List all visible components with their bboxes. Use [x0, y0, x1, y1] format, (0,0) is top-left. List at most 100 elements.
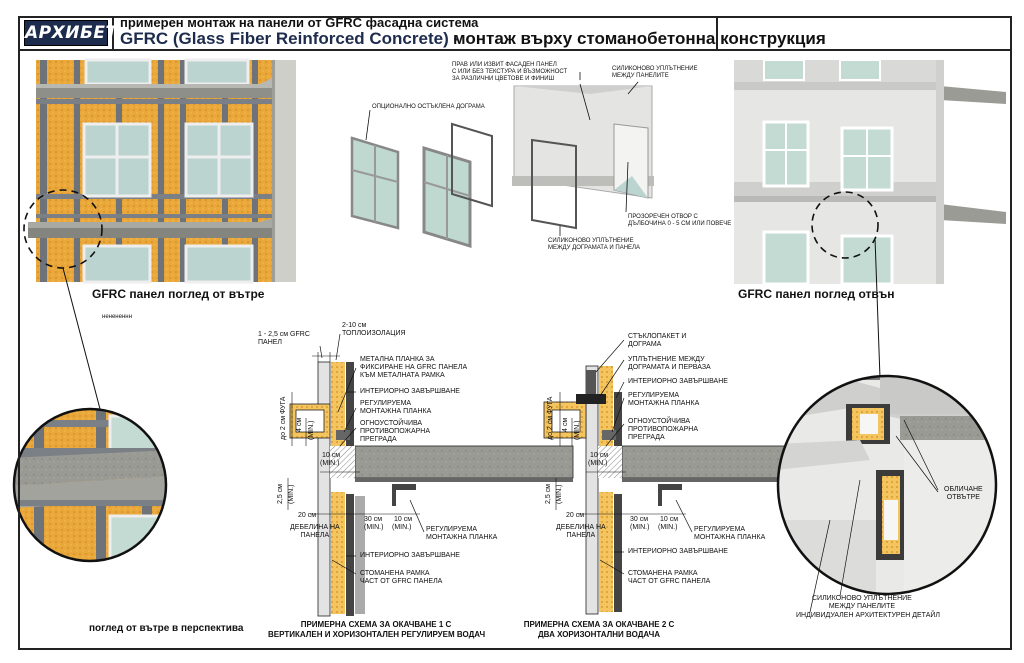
label-panel-desc-3: ЗА РАЗЛИЧНИ ЦВЕТОВЕ И ФИНИШ	[452, 76, 555, 82]
s1-dim-10b-min: (MIN.)	[392, 524, 412, 531]
s2-dim-30-min: (MIN.)	[630, 524, 650, 531]
label-seal-frame-2: МЕЖДУ ДОГРАМАТА И ПАНЕЛА	[548, 245, 640, 251]
s2-joint: до 2 см ФУГА	[547, 396, 554, 440]
s1-adjustable-plate-2-2: МОНТАЖНА ПЛАНКА	[426, 534, 498, 541]
title-line-2-left: GFRC (Glass Fiber Reinforced Concrete) -	[120, 29, 459, 49]
s2-dim-4-min: (MIN.)	[574, 420, 581, 440]
s2-panel-thickness-1: ДЕБЕЛИНА НА	[556, 524, 606, 531]
title-expansion: Glass Fiber Reinforced Concrete	[178, 29, 444, 48]
s1-metal-plate-1: МЕТАЛНА ПЛАНКА ЗА	[360, 356, 435, 363]
s1-joint: до 2 см ФУГА	[280, 396, 287, 440]
s1-fire-barrier: ОГНОУСТОЙЧИВА ПРОТИВОПОЖАРНА ПРЕГРАДА	[360, 420, 430, 444]
scheme-2-line-2: ДВА ХОРИЗОНТАЛНИ ВОДАЧА	[537, 630, 660, 639]
s1-gfrc-thickness-1: 1 - 2,5 см GFRC	[258, 331, 310, 338]
s2-steel-frame-2: ЧАСТ ОТ GFRC ПАНЕЛА	[628, 578, 711, 585]
inside-view-render	[23, 58, 296, 410]
s1-dim-30: 30 см	[364, 516, 383, 523]
s2-adjustable-plate-2: РЕГУЛИРУЕМА МОНТАЖНА ПЛАНКА	[694, 526, 765, 542]
exterior-leaders	[809, 419, 939, 613]
s1-dim-20: 20 см	[298, 512, 317, 519]
s2-panel-thickness: ДЕБЕЛИНА НА ПАНЕЛА	[556, 524, 606, 540]
scheme-1-caption: ПРИМЕРНА СХЕМА ЗА ОКАЧВАНЕ 1 С ВЕРТИКАЛЕ…	[268, 620, 486, 640]
s1-dim-25: 2,5 см	[277, 484, 284, 504]
title-line-2-right: монтаж върху стоманобетонна конструкция	[453, 29, 826, 48]
s1-dim-25-min: (MIN.)	[288, 484, 295, 504]
s2-dim-20: 20 см	[566, 512, 585, 519]
s1-steel-frame: СТОМАНЕНА РАМКА ЧАСТ ОТ GFRC ПАНЕЛА	[360, 570, 442, 586]
title-gfrc: GFRC (	[120, 29, 179, 48]
s1-dim-30-min: (MIN.)	[364, 524, 384, 531]
label-window-opening-1: ПРОЗОРЕЧЕН ОТВОР С	[628, 214, 698, 220]
s1-dim-10-min: (MIN.)	[320, 460, 340, 467]
s2-fire-barrier-1: ОГНОУСТОЙЧИВА	[628, 418, 691, 425]
s1-dim-10b: 10 см	[394, 516, 413, 523]
s2-steel-frame: СТОМАНЕНА РАМКА ЧАСТ ОТ GFRC ПАНЕЛА	[628, 570, 710, 586]
s1-metal-plate-2: ФИКСИРАНЕ НА GFRC ПАНЕЛА	[360, 364, 468, 371]
s2-fire-barrier-2: ПРОТИВОПОЖАРНА	[628, 426, 699, 433]
s1-insulation-2: ТОПЛОИЗОЛАЦИЯ	[342, 330, 406, 337]
s2-seal: УПЛЪТНЕНИЕ МЕЖДУ ДОГРАМАТА И ПЕРВАЗА	[628, 356, 711, 372]
s1-steel-frame-2: ЧАСТ ОТ GFRC ПАНЕЛА	[360, 578, 443, 585]
scheme-1-line-1: ПРИМЕРНА СХЕМА ЗА ОКАЧВАНЕ 1 С	[300, 620, 452, 629]
s2-panel-thickness-2: ПАНЕЛА	[566, 532, 596, 539]
s1-panel-thickness-2: ПАНЕЛА	[300, 532, 330, 539]
s2-interior-finish: ИНТЕРИОРНО ЗАВЪРШВАНЕ	[628, 378, 728, 385]
s1-dim-10: 10 см	[322, 452, 341, 459]
label-silicone-seal: СИЛИКОНОВО УПЛЪТНЕНИЕ МЕЖДУ ПАНЕЛИТЕ	[812, 595, 912, 611]
label-interior-cladding-1: ОБЛИЧАНЕ	[944, 486, 983, 493]
s2-glass-1: СТЪКЛОПАКЕТ И	[628, 333, 687, 340]
header-title-separator	[716, 16, 718, 49]
s1-adjustable-plate-2: РЕГУЛИРУЕМА МОНТАЖНА ПЛАНКА	[426, 526, 497, 542]
s2-adjustable-plate-1: РЕГУЛИРУЕМА	[628, 392, 680, 399]
label-panel-desc-1: ПРАВ ИЛИ ИЗВИТ ФАСАДЕН ПАНЕЛ	[452, 62, 557, 68]
scheme-2-line-1: ПРИМЕРНА СХЕМА ЗА ОКАЧВАНЕ 2 С	[523, 620, 675, 629]
label-seal-panels: СИЛИКОНОВО УПЛЪТНЕНИЕ МЕЖДУ ПАНЕЛИТЕ	[612, 66, 698, 80]
s2-dim-10-min: (MIN.)	[588, 460, 608, 467]
s1-panel-thickness-1: ДЕБЕЛИНА НА	[290, 524, 340, 531]
s2-dim-30: 30 см	[630, 516, 649, 523]
s2-fire-barrier: ОГНОУСТОЙЧИВА ПРОТИВОПОЖАРНА ПРЕГРАДА	[628, 418, 698, 442]
s2-steel-frame-1: СТОМАНЕНА РАМКА	[628, 570, 698, 577]
label-silicone-seal-1: СИЛИКОНОВО УПЛЪТНЕНИЕ	[812, 595, 912, 602]
s1-metal-plate: МЕТАЛНА ПЛАНКА ЗА ФИКСИРАНЕ НА GFRC ПАНЕ…	[360, 356, 467, 380]
s1-adjustable-plate-2-1: РЕГУЛИРУЕМА	[426, 526, 478, 533]
title-close: ) -	[443, 29, 460, 48]
s2-glass-2: ДОГРАМА	[628, 341, 662, 348]
s2-adjustable-plate-2-1: РЕГУЛИРУЕМА	[694, 526, 746, 533]
label-window-opening: ПРОЗОРЕЧЕН ОТВОР С ДЪЛБОЧИНА 0 - 5 СМ ИЛ…	[628, 214, 731, 228]
s2-dim-10b-min: (MIN.)	[658, 524, 678, 531]
scheme-2-caption: ПРИМЕРНА СХЕМА ЗА ОКАЧВАНЕ 2 С ДВА ХОРИЗ…	[518, 620, 680, 640]
label-interior-cladding: ОБЛИЧАНЕ ОТВЪТРЕ	[944, 486, 983, 502]
s2-dim-10: 10 см	[590, 452, 609, 459]
s2-adjustable-plate: РЕГУЛИРУЕМА МОНТАЖНА ПЛАНКА	[628, 392, 699, 408]
s1-interior-finish-2: ИНТЕРИОРНО ЗАВЪРШВАНЕ	[360, 552, 460, 559]
label-silicone-seal-2: МЕЖДУ ПАНЕЛИТЕ	[828, 603, 896, 610]
section-1-drawing	[287, 333, 574, 617]
scheme-1-line-2: ВЕРТИКАЛЕН И ХОРИЗОНТАЛЕН РЕГУЛИРУЕМ ВОД…	[268, 630, 486, 639]
placeholder-text: ненененнн	[102, 314, 132, 320]
s1-dim-4: 4 см	[296, 417, 303, 432]
perspective-circle-border	[12, 407, 168, 563]
caption-perspective: поглед от вътре в перспектива	[89, 623, 244, 634]
header-divider	[18, 49, 1012, 51]
s1-steel-frame-1: СТОМАНЕНА РАМКА	[360, 570, 430, 577]
title-line-1: примерен монтаж на панели от GFRC фасадн…	[120, 15, 479, 30]
s2-seal-1: УПЛЪТНЕНИЕ МЕЖДУ	[628, 356, 705, 363]
s2-dim-25: 2,5 см	[545, 484, 552, 504]
s2-interior-finish-2: ИНТЕРИОРНО ЗАВЪРШВАНЕ	[628, 548, 728, 555]
label-panel-desc: ПРАВ ИЛИ ИЗВИТ ФАСАДЕН ПАНЕЛ С ИЛИ БЕЗ Т…	[452, 62, 567, 83]
s2-glass: СТЪКЛОПАКЕТ И ДОГРАМА	[628, 333, 686, 349]
label-architectural-detail: ИНДИВИДУАЛЕН АРХИТЕКТУРЕН ДЕТАЙЛ	[796, 612, 940, 619]
label-optional-glazing: ОПЦИОНАЛНО ОСТЪКЛЕНА ДОГРАМА	[372, 104, 485, 110]
s2-seal-2: ДОГРАМАТА И ПЕРВАЗА	[628, 364, 711, 371]
s1-adjustable-plate-2: МОНТАЖНА ПЛАНКА	[360, 408, 432, 415]
s2-adjustable-plate-2: МОНТАЖНА ПЛАНКА	[628, 400, 700, 407]
s2-adjustable-plate-2-2: МОНТАЖНА ПЛАНКА	[694, 534, 766, 541]
label-window-opening-2: ДЪЛБОЧИНА 0 - 5 СМ ИЛИ ПОВЕЧЕ	[628, 221, 732, 227]
s1-panel-thickness: ДЕБЕЛИНА НА ПАНЕЛА	[290, 524, 340, 540]
exterior-circle-border	[776, 374, 998, 596]
s1-gfrc-thickness: 1 - 2,5 см GFRC ПАНЕЛ	[258, 331, 310, 347]
s1-fire-barrier-2: ПРОТИВОПОЖАРНА	[360, 428, 431, 435]
